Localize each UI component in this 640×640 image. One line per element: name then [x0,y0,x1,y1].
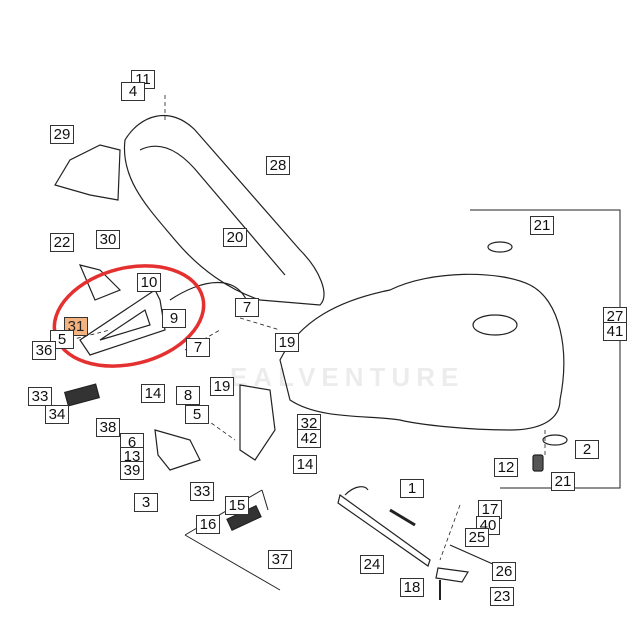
part-label-40[interactable]: 40 [476,516,500,535]
part-label-25[interactable]: 25 [465,528,489,547]
part-label-42[interactable]: 42 [297,429,321,448]
seal-ring-top [487,241,513,253]
frame-opening [472,314,518,336]
part-label-22[interactable]: 22 [50,233,74,252]
part-label-12[interactable]: 12 [494,458,518,477]
highlight-circle [52,264,206,368]
watermark: EALVENTURE [230,362,465,392]
part-label-15[interactable]: 15 [225,496,249,515]
part-label-2[interactable]: 2 [575,440,599,459]
part-label-14[interactable]: 14 [141,384,165,403]
passenger-footpeg [63,383,101,407]
side-stand-foot [344,486,369,496]
side-stand-plate [435,567,469,583]
passenger-bracket [79,289,166,356]
heel-guard-22 [78,264,122,301]
rider-bracket [239,384,276,461]
subframe-inner-rail [139,145,286,276]
part-label-16[interactable]: 16 [196,515,220,534]
part-label-32[interactable]: 32 [297,414,321,433]
part-label-21[interactable]: 21 [551,472,575,491]
part-label-29[interactable]: 29 [50,125,74,144]
part-label-4[interactable]: 4 [121,82,145,101]
part-label-33[interactable]: 33 [190,482,214,501]
part-label-18[interactable]: 18 [400,578,424,597]
part-label-30[interactable]: 30 [96,230,120,249]
heel-guard-6 [154,429,201,471]
passenger-bracket-cutout [99,309,151,341]
side-stand [337,493,431,567]
part-label-27[interactable]: 27 [603,307,627,326]
part-label-10[interactable]: 10 [137,273,161,292]
part-label-5[interactable]: 5 [185,405,209,424]
seat-cowl [54,144,121,201]
rear-subframe [123,114,325,306]
part-label-37[interactable]: 37 [268,550,292,569]
part-label-34[interactable]: 34 [45,405,69,424]
part-label-21[interactable]: 21 [530,216,554,235]
side-stand-spring [389,508,416,527]
part-label-39[interactable]: 39 [120,461,144,480]
side-stand-rod [449,544,496,566]
part-label-8[interactable]: 8 [176,386,200,405]
part-label-38[interactable]: 38 [96,418,120,437]
part-label-7[interactable]: 7 [186,338,210,357]
part-label-24[interactable]: 24 [360,555,384,574]
part-label-33[interactable]: 33 [28,387,52,406]
main-frame [279,273,565,431]
part-label-36[interactable]: 36 [32,341,56,360]
part-label-28[interactable]: 28 [266,156,290,175]
part-label-1[interactable]: 1 [400,479,424,498]
part-label-19[interactable]: 19 [210,377,234,396]
part-label-3[interactable]: 3 [134,493,158,512]
part-label-9[interactable]: 9 [162,309,186,328]
seal-ring-bottom [542,434,568,446]
part-label-20[interactable]: 20 [223,228,247,247]
part-label-19[interactable]: 19 [275,333,299,352]
part-label-14[interactable]: 14 [293,455,317,474]
part-label-41[interactable]: 41 [603,322,627,341]
bearing-12 [532,454,544,472]
part-label-26[interactable]: 26 [492,562,516,581]
part-label-5[interactable]: 5 [50,330,74,349]
part-label-7[interactable]: 7 [235,298,259,317]
part-label-23[interactable]: 23 [490,587,514,606]
